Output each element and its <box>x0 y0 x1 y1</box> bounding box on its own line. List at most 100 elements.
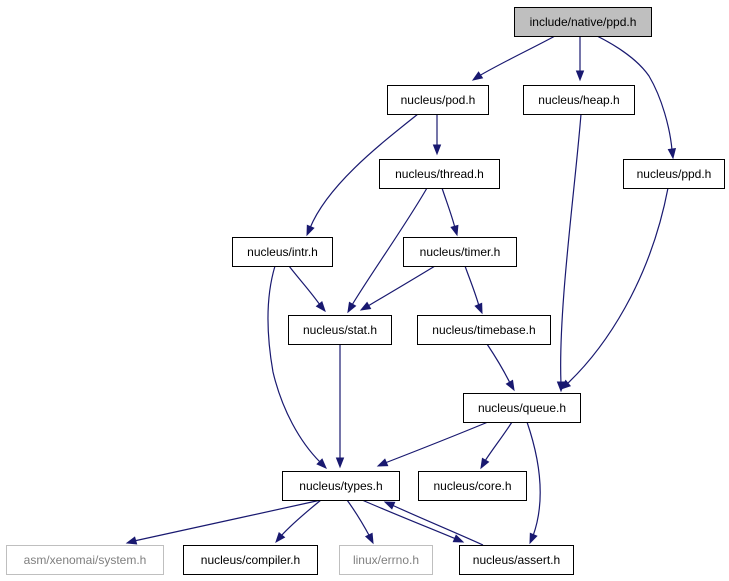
node-label: nucleus/thread.h <box>395 167 484 181</box>
edge-intr-stat <box>288 265 326 313</box>
node-core[interactable]: nucleus/core.h <box>418 471 527 501</box>
arrowhead <box>347 301 357 314</box>
node-root[interactable]: include/native/ppd.h <box>514 7 652 37</box>
edge-line <box>484 421 513 462</box>
edge-types-system <box>125 499 322 545</box>
arrowhead <box>364 532 374 545</box>
edge-line <box>526 421 541 537</box>
arrowhead <box>452 534 465 543</box>
edge-queue-core <box>480 421 513 470</box>
node-label: linux/errno.h <box>353 553 419 567</box>
node-timebase[interactable]: nucleus/timebase.h <box>417 315 551 345</box>
node-label: nucleus/compiler.h <box>201 553 300 567</box>
node-assert[interactable]: nucleus/assert.h <box>459 545 574 575</box>
nodes-layer: include/native/ppd.h nucleus/pod.h nucleus… <box>6 7 725 575</box>
node-label: nucleus/ppd.h <box>637 167 712 181</box>
node-box <box>459 545 574 575</box>
node-box <box>232 237 333 267</box>
edge-line <box>596 35 673 151</box>
node-box <box>183 545 318 575</box>
edge-assert-types <box>383 501 484 546</box>
edge-stat-types <box>335 344 345 469</box>
arrowhead <box>529 532 538 545</box>
node-box <box>417 315 551 345</box>
edge-line <box>267 265 321 463</box>
edge-thread-stat <box>347 187 428 314</box>
node-label: nucleus/assert.h <box>473 553 560 567</box>
node-box <box>463 393 581 423</box>
edge-pod-intr <box>306 113 419 237</box>
node-box <box>403 237 517 267</box>
edge-line <box>288 265 321 306</box>
edge-thread-timer <box>441 187 459 237</box>
edge-line <box>367 265 436 307</box>
arrowhead <box>480 457 490 470</box>
edge-root-ppd <box>596 35 677 160</box>
node-box <box>523 85 635 115</box>
edge-line <box>478 35 556 77</box>
node-box <box>623 159 725 189</box>
node-box <box>387 85 489 115</box>
node-compiler[interactable]: nucleus/compiler.h <box>183 545 318 575</box>
node-timer[interactable]: nucleus/timer.h <box>403 237 517 267</box>
edge-line <box>384 421 489 464</box>
edge-line <box>361 499 457 540</box>
arrowhead <box>316 458 327 469</box>
arrowhead <box>306 224 315 237</box>
arrowhead <box>667 148 677 160</box>
edge-types-errno <box>346 499 374 545</box>
edge-line <box>346 499 371 538</box>
edge-timer-stat <box>359 265 436 311</box>
arrowhead <box>474 302 483 315</box>
edge-ppd-queue <box>559 187 669 390</box>
node-pod[interactable]: nucleus/pod.h <box>387 85 489 115</box>
node-box <box>288 315 392 345</box>
edge-line <box>309 113 419 229</box>
arrowhead <box>275 531 286 544</box>
edge-line <box>560 113 582 385</box>
arrowhead <box>335 457 345 469</box>
node-label: nucleus/core.h <box>433 479 511 493</box>
arrowhead <box>125 536 138 545</box>
node-box <box>6 545 164 575</box>
edge-line <box>391 504 484 546</box>
arrowhead <box>471 71 484 81</box>
edge-line <box>133 499 322 542</box>
arrowhead <box>432 144 442 156</box>
arrowhead <box>359 301 372 311</box>
edge-heap-queue <box>556 113 582 393</box>
node-errno[interactable]: linux/errno.h <box>339 545 433 575</box>
edge-line <box>441 187 456 229</box>
node-box <box>282 471 400 501</box>
node-box <box>339 545 433 575</box>
arrowhead <box>559 379 572 390</box>
node-types[interactable]: nucleus/types.h <box>282 471 400 501</box>
node-heap[interactable]: nucleus/heap.h <box>523 85 635 115</box>
node-stat[interactable]: nucleus/stat.h <box>288 315 392 345</box>
edge-timer-timebase <box>464 265 483 315</box>
node-label: nucleus/timebase.h <box>432 323 535 337</box>
edge-line <box>464 265 480 307</box>
node-thread[interactable]: nucleus/thread.h <box>379 159 500 189</box>
arrowhead <box>315 300 326 313</box>
node-ppd[interactable]: nucleus/ppd.h <box>623 159 725 189</box>
edge-line <box>566 187 669 385</box>
arrowhead <box>376 458 389 467</box>
edge-timebase-queue <box>486 343 515 392</box>
edges-layer <box>125 35 677 546</box>
edge-line <box>280 499 322 537</box>
edge-line <box>351 187 428 306</box>
node-label: nucleus/timer.h <box>420 245 501 259</box>
node-queue[interactable]: nucleus/queue.h <box>463 393 581 423</box>
edge-queue-types <box>376 421 489 467</box>
node-label: nucleus/intr.h <box>247 245 318 259</box>
edge-intr-types <box>267 265 327 469</box>
edge-queue-assert <box>526 421 541 545</box>
node-label: nucleus/heap.h <box>538 93 619 107</box>
edge-types-compiler <box>275 499 322 544</box>
node-label: nucleus/stat.h <box>303 323 377 337</box>
arrowhead <box>575 70 585 82</box>
node-intr[interactable]: nucleus/intr.h <box>232 237 333 267</box>
node-system[interactable]: asm/xenomai/system.h <box>6 545 164 575</box>
